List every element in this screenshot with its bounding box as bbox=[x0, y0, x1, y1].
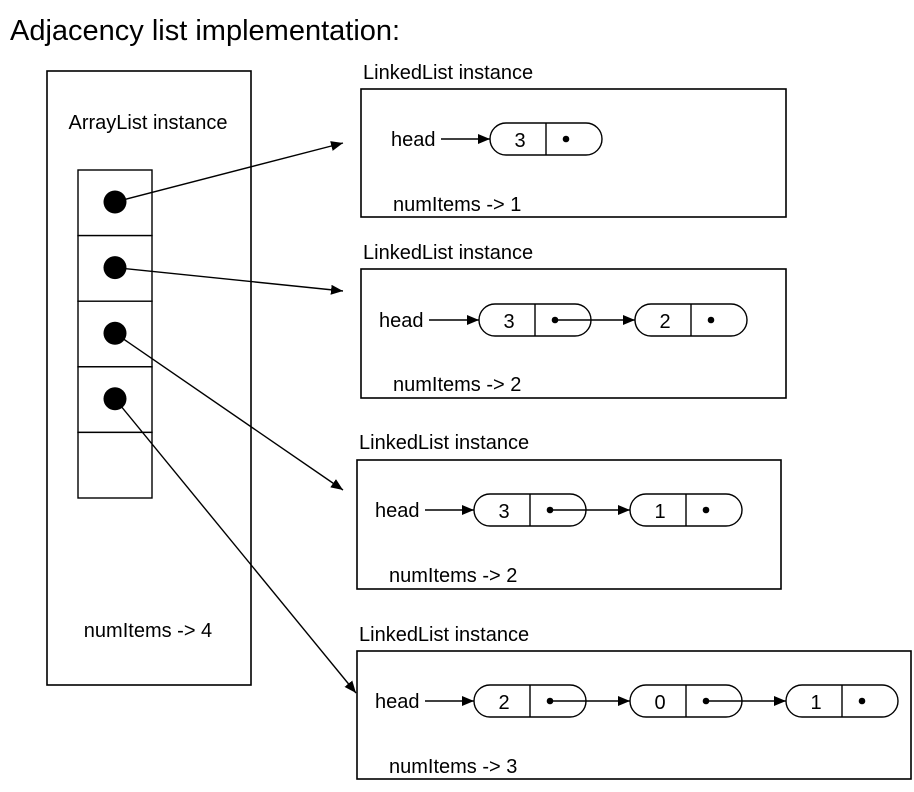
list-node: 3 bbox=[489, 122, 603, 156]
slot-pointer-arrow bbox=[114, 141, 344, 203]
linked-list-num-items: numItems -> 3 bbox=[389, 756, 517, 778]
slot-pointer-arrow bbox=[114, 332, 344, 491]
array-list-frame bbox=[46, 70, 252, 686]
node-value: 2 bbox=[659, 311, 670, 333]
linked-list-instance: LinkedList instance head 3 1 numItems -> 2 bbox=[356, 432, 782, 590]
page-title: Adjacency list implementation: bbox=[10, 15, 400, 47]
head-label: head bbox=[375, 500, 420, 522]
linked-list-frame bbox=[356, 650, 912, 780]
linked-list-num-items: numItems -> 1 bbox=[393, 194, 521, 216]
next-pointer-dot bbox=[702, 506, 710, 514]
linked-list-num-items: numItems -> 2 bbox=[393, 374, 521, 396]
list-node: 1 bbox=[629, 493, 743, 527]
node-value: 3 bbox=[514, 130, 525, 152]
linked-list-instance: LinkedList instance head 3 2 numItems -> 2 bbox=[360, 242, 787, 399]
head-label: head bbox=[379, 310, 424, 332]
list-node: 3 bbox=[473, 493, 630, 527]
array-slot bbox=[77, 431, 153, 499]
node-value: 3 bbox=[498, 501, 509, 523]
next-pointer-dot bbox=[707, 316, 715, 324]
node-value: 1 bbox=[810, 692, 821, 714]
linked-list-label: LinkedList instance bbox=[359, 432, 529, 454]
next-pointer-dot bbox=[858, 697, 866, 705]
node-value: 2 bbox=[498, 692, 509, 714]
linked-list-num-items: numItems -> 2 bbox=[389, 565, 517, 587]
array-slots bbox=[77, 169, 153, 499]
slot-pointer-arrow bbox=[114, 398, 357, 694]
node-value: 3 bbox=[503, 311, 514, 333]
list-node: 0 bbox=[629, 684, 786, 718]
array-list-instance: ArrayList instance numItems -> 4 bbox=[46, 70, 252, 686]
linked-list-instance: LinkedList instance head 3 numItems -> 1 bbox=[360, 62, 787, 218]
linked-list-frame bbox=[360, 88, 787, 218]
list-node: 2 bbox=[634, 303, 748, 337]
array-list-num-items: numItems -> 4 bbox=[84, 620, 212, 642]
list-node: 3 bbox=[478, 303, 635, 337]
linked-list-label: LinkedList instance bbox=[363, 242, 533, 264]
linked-list-label: LinkedList instance bbox=[363, 62, 533, 84]
linked-list-frame bbox=[356, 459, 782, 590]
head-label: head bbox=[391, 129, 436, 151]
node-value: 1 bbox=[654, 501, 665, 523]
slot-pointers bbox=[114, 141, 357, 694]
linked-list-instance: LinkedList instance head 2 0 1 numItems -> 3 bbox=[356, 624, 912, 780]
node-value: 0 bbox=[654, 692, 665, 714]
next-pointer-dot bbox=[562, 135, 570, 143]
list-node: 1 bbox=[785, 684, 899, 718]
slot-pointer-arrow bbox=[114, 266, 344, 295]
list-node: 2 bbox=[473, 684, 630, 718]
linked-list-frame bbox=[360, 268, 787, 399]
array-list-label: ArrayList instance bbox=[69, 112, 228, 134]
head-label: head bbox=[375, 691, 420, 713]
linked-list-label: LinkedList instance bbox=[359, 624, 529, 646]
